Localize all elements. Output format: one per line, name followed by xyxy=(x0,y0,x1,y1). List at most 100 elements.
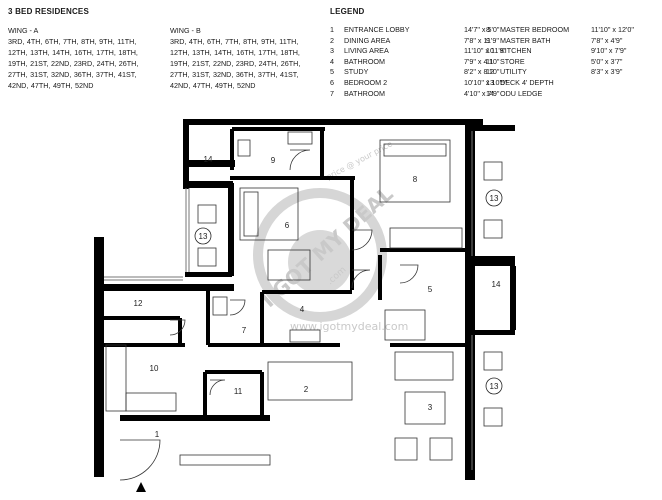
exterior-walls xyxy=(94,119,516,480)
legend-num: 4 xyxy=(330,56,334,66)
deck-chair xyxy=(483,407,503,427)
legend-name: BEDROOM 2 xyxy=(344,77,388,87)
legend-name: BATHROOM xyxy=(344,56,385,66)
deck-marker-circle xyxy=(194,227,212,245)
deck-markers: 13 13 13 14 14 xyxy=(194,155,503,395)
coffee-table xyxy=(404,391,446,425)
legend-num: 3 xyxy=(330,46,334,56)
entrance-arrow-icon xyxy=(136,482,146,492)
legend-dim: 8'3" x 3'9" xyxy=(591,67,623,77)
legend-num: 2 xyxy=(330,35,334,45)
wall xyxy=(183,119,189,189)
watermark-top: price @ your price xyxy=(325,139,394,181)
legend-dim: 14'7" x 5'0" xyxy=(464,25,500,34)
legend-num: 8 xyxy=(486,25,490,34)
legend-item: 4 BATHROOM 7'9" x 4'10" xyxy=(330,57,514,68)
wing-b-floors: 3RD, 4TH, 6TH, 7TH, 8TH, 9TH, 11TH, 12TH… xyxy=(170,37,301,90)
room-label-7: 7 xyxy=(242,326,247,335)
legend-dim: 10'10" x 10'5" xyxy=(464,77,508,87)
legend-name: KITCHEN xyxy=(500,46,532,56)
door-swing xyxy=(351,269,371,289)
deck-label: 13 xyxy=(199,232,208,241)
interior-walls xyxy=(104,127,465,415)
wing-a-block: WING - A 3RD, 4TH, 6TH, 7TH, 8TH, 9TH, 1… xyxy=(8,25,158,91)
wall xyxy=(94,284,234,291)
door-swing xyxy=(289,149,311,171)
legend-name: STUDY xyxy=(344,67,369,77)
watermark: price @ your price I GOT MY DEAL .com ww… xyxy=(253,139,408,333)
wall xyxy=(185,272,232,277)
room-label-10: 10 xyxy=(150,364,159,373)
deck-chair xyxy=(197,204,217,224)
armchair xyxy=(394,437,418,461)
wall xyxy=(120,415,270,421)
wall xyxy=(510,266,516,330)
wing-b-block: WING - B 3RD, 4TH, 6TH, 7TH, 8TH, 9TH, 1… xyxy=(170,25,320,91)
bed-pillow xyxy=(243,191,259,237)
deck-chair xyxy=(483,161,503,181)
room-label-12: 12 xyxy=(134,299,143,308)
kitchen-counter xyxy=(125,392,177,412)
wing-a-floors: 3RD, 4TH, 6TH, 7TH, 8TH, 9TH, 11TH, 12TH… xyxy=(8,37,139,90)
deck-marker-circle xyxy=(485,377,503,395)
room-label-1: 1 xyxy=(155,430,160,439)
deck-marker-circle xyxy=(485,189,503,207)
legend-num: 14 xyxy=(486,88,494,98)
legend-dim: 11'10" x 11'9" xyxy=(464,46,507,56)
wall xyxy=(183,119,483,125)
legend-name: MASTER BEDROOM xyxy=(500,25,570,34)
legend-num: 13 xyxy=(486,77,494,87)
room-label-11: 11 xyxy=(234,387,243,396)
legend-name: UTILITY xyxy=(500,67,527,77)
legend-num: 7 xyxy=(330,88,334,98)
legend-item: 8 MASTER BEDROOM 11'10" x 12'0" xyxy=(486,25,651,36)
legend-dim: 11'10" x 12'0" xyxy=(591,25,634,34)
wall xyxy=(183,181,233,188)
legend-num: 9 xyxy=(486,35,490,45)
wall xyxy=(475,256,515,266)
door-swing xyxy=(399,264,419,284)
wall xyxy=(183,160,235,167)
legend-dim: 7'8" x 11'9" xyxy=(464,35,499,45)
wall xyxy=(475,125,515,131)
furniture xyxy=(105,131,503,466)
door-swing xyxy=(209,379,226,396)
door-swing xyxy=(229,299,246,316)
room-label-4: 4 xyxy=(300,305,305,314)
bedroom2-bed xyxy=(239,187,299,241)
legend-dim: 4'10" x 7'9" xyxy=(464,88,500,98)
legend-title: LEGEND xyxy=(330,7,365,16)
armchair xyxy=(429,437,453,461)
room-label-9: 9 xyxy=(271,156,276,165)
legend-item: 2 DINING AREA 7'8" x 11'9" xyxy=(330,36,514,47)
wing-b-title: WING - B xyxy=(170,26,201,35)
master-bed xyxy=(379,139,451,203)
legend-num: 5 xyxy=(330,67,334,77)
tv-console xyxy=(179,454,271,466)
room-label-6: 6 xyxy=(285,221,290,230)
legend-item: 7 BATHROOM 4'10" x 7'9" xyxy=(330,89,514,100)
room-label-8: 8 xyxy=(413,175,418,184)
wall xyxy=(94,237,104,477)
legend-dim: 8'2" x 8'10" xyxy=(464,67,500,77)
wing-a-title: WING - A xyxy=(8,26,39,35)
legend-name: ENTRANCE LOBBY xyxy=(344,25,410,34)
legend-dim: 7'9" x 4'10" xyxy=(464,56,500,66)
study-desk xyxy=(384,309,426,341)
legend-name: BATHROOM xyxy=(344,88,385,98)
legend-name: DINING AREA xyxy=(344,35,391,45)
deck-chair xyxy=(197,247,217,267)
sofa xyxy=(394,351,454,381)
door-swing xyxy=(351,229,373,251)
legend-dim: 5'0" x 3'7" xyxy=(591,56,623,66)
room-label-3: 3 xyxy=(428,403,433,412)
